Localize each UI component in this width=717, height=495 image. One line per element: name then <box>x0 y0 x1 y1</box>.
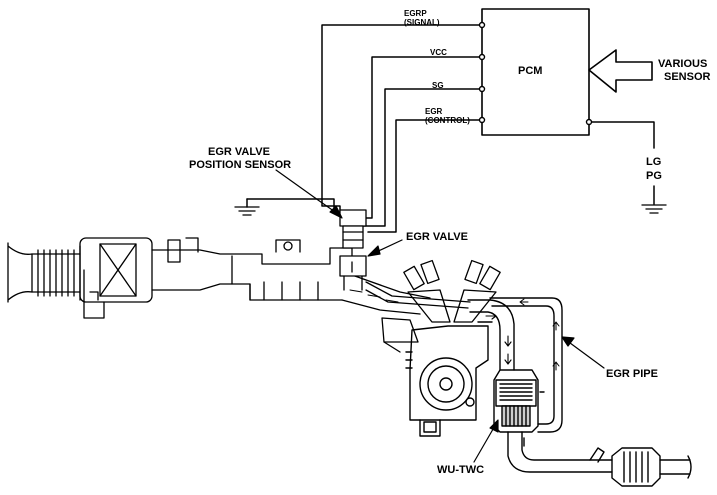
wu-twc-converter <box>493 369 545 433</box>
lg-label: LG <box>646 156 662 168</box>
exhaust-manifold <box>467 299 515 371</box>
injectors <box>403 259 501 291</box>
pcm-box <box>481 8 590 136</box>
rear-converter <box>611 447 692 487</box>
egr-control-label-line2: (CONTROL) <box>425 116 470 125</box>
egr-valve-body <box>339 255 367 291</box>
air-cleaner <box>79 237 153 319</box>
egr-pipe-leader <box>561 336 605 369</box>
egr-return-tube <box>365 281 471 309</box>
egr-control-label-line1: EGR <box>425 107 443 116</box>
egr-valve-position-sensor-label-line2: POSITION SENSOR <box>189 159 292 171</box>
engine-block <box>405 325 489 437</box>
exhaust-pipe <box>507 431 613 473</box>
vcc-label: VCC <box>430 48 447 57</box>
exhaust-flow-arrows <box>485 312 512 365</box>
egr-valve-leader <box>367 239 403 257</box>
ground-symbol-left <box>234 206 260 216</box>
pcm-label: PCM <box>518 65 543 77</box>
position-sensor-leader <box>275 169 343 219</box>
wiring-harness <box>246 24 655 233</box>
sg-label: SG <box>432 81 444 90</box>
egrp-signal-label-line2: (SIGNAL) <box>404 18 440 27</box>
wu-twc-label: WU-TWC <box>437 464 485 476</box>
egrp-signal-label-line1: EGRP <box>404 9 427 18</box>
intake-bellows <box>7 242 81 303</box>
various-sensor-label-line2: SENSOR <box>664 71 711 83</box>
intake-duct <box>151 237 343 301</box>
egr-valve-label: EGR VALVE <box>406 231 468 243</box>
various-sensor-arrow <box>588 49 653 93</box>
egr-valve-position-sensor <box>339 209 367 249</box>
egr-pipe <box>489 297 563 433</box>
wu-twc-leader <box>473 419 499 463</box>
various-sensor-label-line1: VARIOUS <box>658 58 708 70</box>
egr-valve-position-sensor-label-line1: EGR VALVE <box>208 146 270 158</box>
pcm-terminals <box>478 21 593 126</box>
ground-symbol-right <box>641 204 667 214</box>
pg-label: PG <box>646 170 662 182</box>
egr-pipe-label: EGR PIPE <box>606 368 658 380</box>
